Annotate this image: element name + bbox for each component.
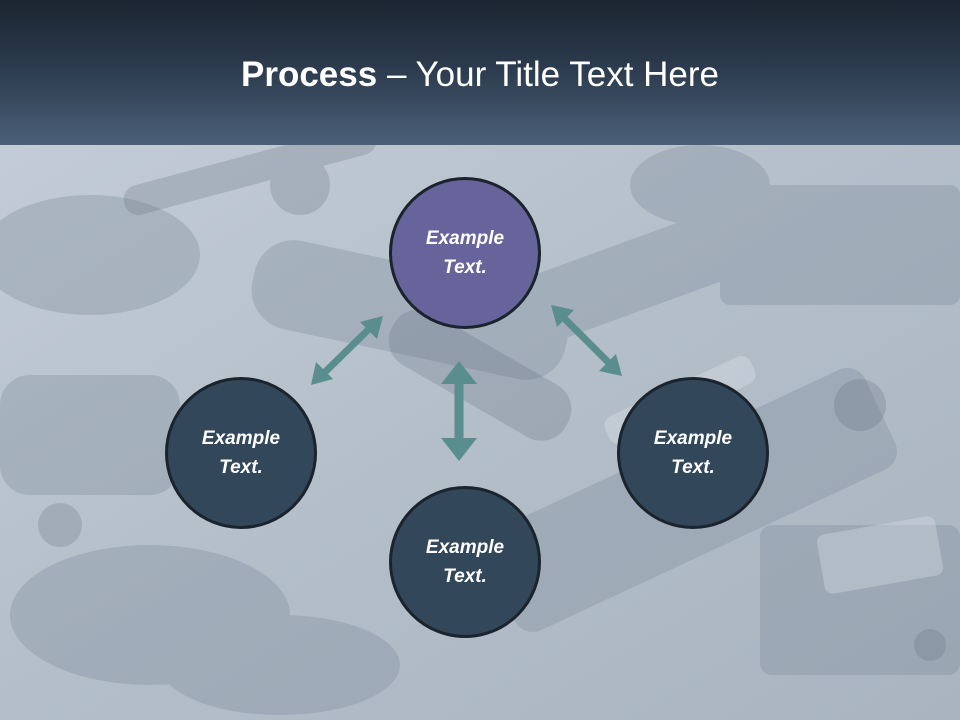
node-right-line2: Text. bbox=[671, 457, 715, 478]
node-top-line2: Text. bbox=[443, 257, 487, 278]
arrow-top-to-right bbox=[551, 305, 622, 376]
node-right-line1: Example bbox=[653, 428, 733, 449]
title-bold: Process bbox=[241, 55, 378, 94]
page-title: Process – Your Title Text Here bbox=[0, 52, 960, 98]
process-node-left: Example Text. bbox=[165, 377, 317, 529]
node-left-line1: Example bbox=[201, 428, 281, 449]
node-bottom-line1: Example bbox=[425, 537, 505, 558]
arrow-left-to-top bbox=[311, 316, 383, 385]
process-node-top: Example Text. bbox=[389, 177, 541, 329]
node-bottom-line2: Text. bbox=[443, 566, 487, 587]
node-left-line2: Text. bbox=[219, 457, 263, 478]
title-rest: – Your Title Text Here bbox=[377, 55, 719, 94]
title-bar: Process – Your Title Text Here bbox=[0, 0, 960, 145]
process-node-bottom: Example Text. bbox=[389, 486, 541, 638]
arrow-top-to-bottom bbox=[441, 361, 477, 461]
node-top-line1: Example bbox=[425, 228, 505, 249]
process-node-right: Example Text. bbox=[617, 377, 769, 529]
